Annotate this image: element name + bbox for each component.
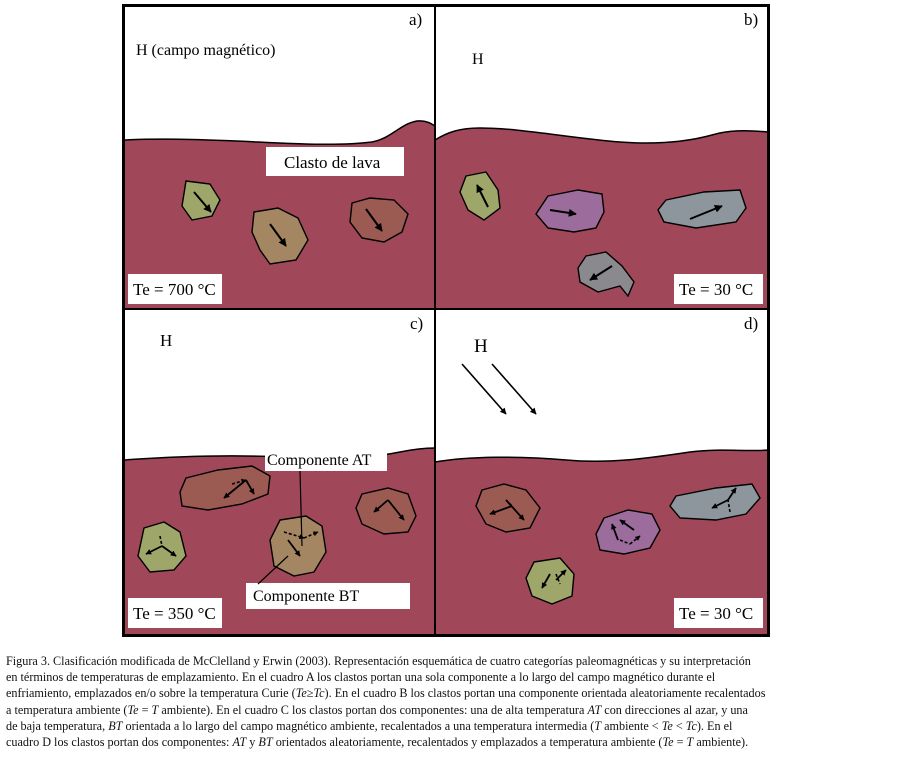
clast: [251, 207, 309, 265]
figure-caption: Figura 3. Clasificación modificada de Mc…: [6, 653, 894, 750]
lt-component-arrow: [489, 505, 513, 515]
clast: [669, 483, 761, 521]
lt-component-arrow: [373, 499, 389, 513]
lt-component-arrow: [145, 545, 163, 555]
ht-component-arrow: [619, 539, 631, 545]
panel-b: b) H Te = 30 °C: [434, 6, 769, 310]
panel-d: d) H Te = 30 °C: [434, 309, 769, 636]
caption-line: de baja temperatura, BT orientada a lo l…: [6, 718, 733, 733]
magnetic-field-label: H (campo magnético): [136, 42, 276, 59]
clast: [355, 487, 417, 535]
magnetic-field-label: H: [160, 331, 172, 350]
lt-component-arrow: [711, 499, 729, 509]
magnetization-arrow: [589, 265, 613, 281]
clast: [657, 189, 747, 229]
magnetization-arrow: [689, 205, 723, 220]
field-arrow: [491, 363, 537, 415]
ht-component-arrow: [283, 531, 305, 540]
clast: [595, 509, 661, 555]
panel-letter: d): [744, 314, 758, 333]
component-bt-label: Componente BT: [253, 588, 359, 605]
clast: [525, 557, 575, 605]
magnetization-arrow: [269, 223, 287, 247]
ht-component-arrow: [231, 478, 247, 485]
magnetic-field-label: H: [472, 51, 484, 68]
leader-line: [257, 555, 289, 585]
magnetization-arrow: [476, 184, 489, 208]
clast-label: Clasto de lava: [284, 153, 381, 172]
lt-component-arrow: [161, 545, 177, 557]
magnetic-field-label: H: [474, 336, 488, 357]
temperature-label: Te = 30 °C: [679, 280, 753, 299]
caption-line: en términos de temperaturas de emplazami…: [6, 670, 716, 685]
lt-component-arrow: [505, 499, 525, 521]
ht-component-arrow: [159, 535, 163, 547]
panel-c: c) H Componente AT Componente BT Te = 35…: [123, 309, 436, 636]
lt-component-arrow: [555, 569, 567, 581]
lt-component-arrow: [541, 573, 551, 589]
caption-line: enfriamiento, emplazados en/o sobre la t…: [6, 686, 766, 701]
component-at-label: Componente AT: [267, 452, 372, 469]
lt-component-arrow: [245, 479, 255, 495]
lt-component-arrow: [387, 499, 405, 521]
panel-a: a) H (campo magnético) Clasto de lava Te…: [123, 6, 436, 310]
clast: [179, 465, 271, 511]
clast: [349, 197, 409, 243]
magnetization-arrow: [193, 191, 212, 213]
field-arrow: [461, 363, 507, 415]
caption-line: Figura 3. Clasificación modificada de Mc…: [6, 654, 751, 668]
lt-component-arrow: [727, 487, 737, 501]
temperature-label: Te = 700 °C: [133, 280, 216, 299]
temperature-label: Te = 350 °C: [133, 604, 216, 623]
magnetization-arrow: [365, 208, 383, 232]
lt-component-arrow: [287, 539, 301, 557]
clast: [459, 171, 501, 221]
leader-line: [299, 470, 303, 547]
lt-component-arrow: [223, 479, 247, 499]
figure-frame: [122, 4, 770, 637]
clast: [577, 251, 635, 298]
clast: [269, 515, 327, 577]
caption-line: a temperatura ambiente (Te = T ambiente)…: [6, 702, 748, 717]
lt-component-arrow: [611, 523, 619, 541]
panel-letter: a): [409, 10, 422, 29]
temperature-label: Te = 30 °C: [679, 604, 753, 623]
ht-component-arrow: [727, 499, 731, 513]
ht-component-arrow: [303, 531, 319, 539]
caption-line: cuadro D los clastos portan dos componen…: [6, 735, 749, 750]
lt-component-arrow: [619, 519, 635, 531]
magnetization-arrow: [549, 208, 577, 217]
panel-letter: b): [744, 10, 758, 29]
ht-component-arrow: [629, 535, 641, 545]
paleomagnetic-figure: a) H (campo magnético) Clasto de lava Te…: [122, 4, 770, 637]
panel-letter: c): [410, 314, 423, 333]
